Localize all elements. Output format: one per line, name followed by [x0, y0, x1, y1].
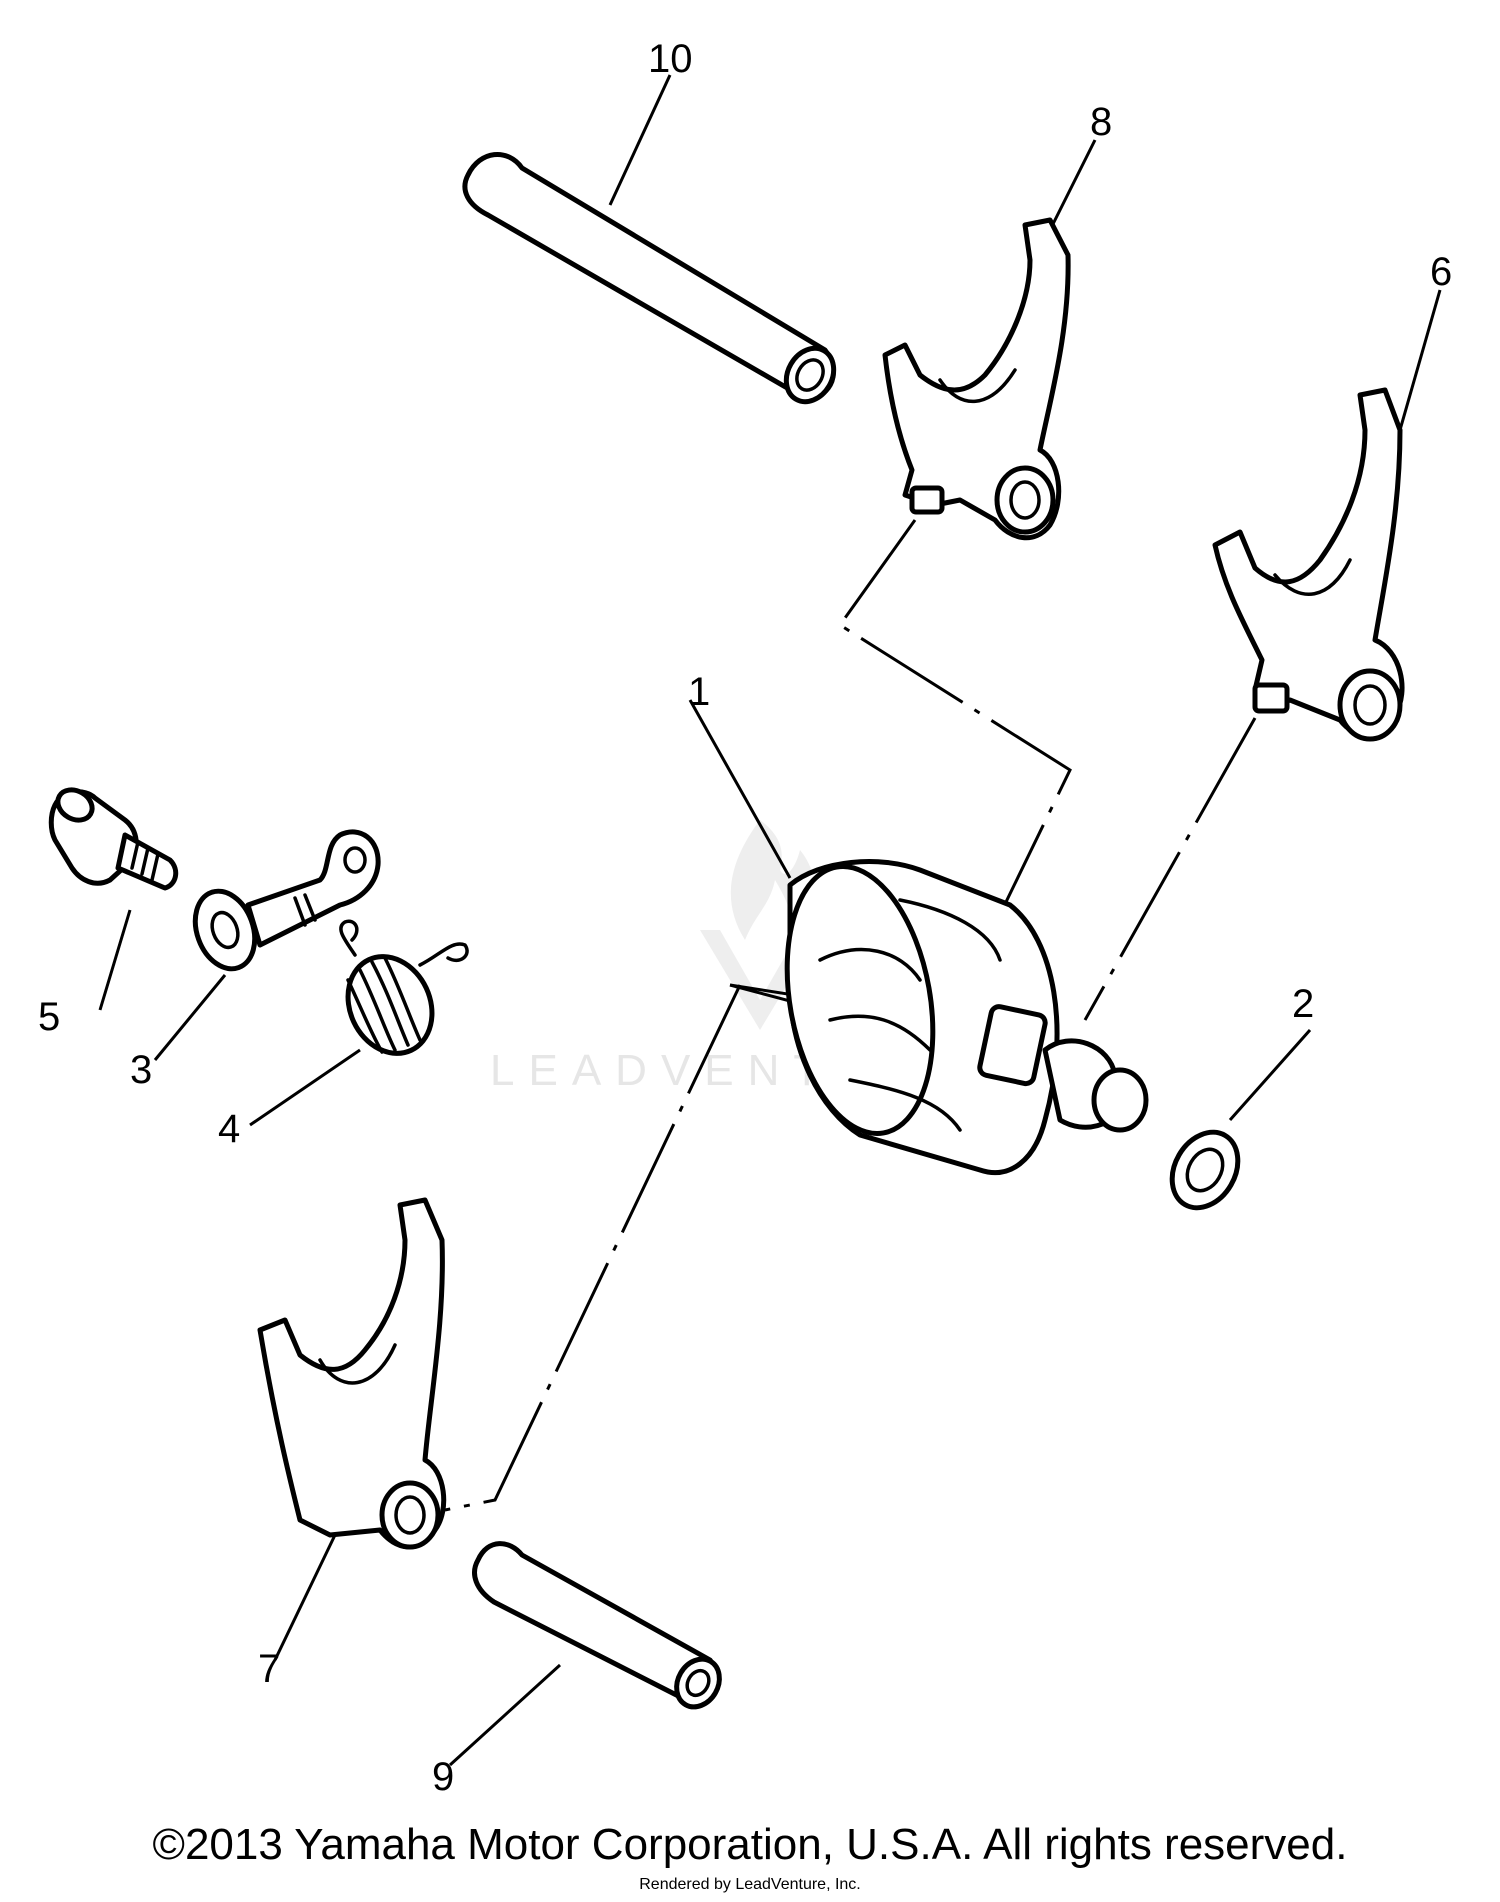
shift-fork-7	[257, 1197, 447, 1550]
callout-4: 4	[218, 1107, 240, 1151]
callout-2: 2	[1292, 982, 1314, 1026]
torsion-spring-4	[339, 919, 469, 1056]
callout-8: 8	[1090, 100, 1112, 144]
shift-fork-8	[882, 217, 1071, 541]
bolt-5	[48, 787, 179, 891]
callout-9: 9	[432, 1755, 454, 1799]
rendered-by-credit: Rendered by LeadVenture, Inc.	[639, 1876, 861, 1893]
leader-lines	[98, 74, 1442, 1767]
shift-drum-1	[784, 859, 1149, 1176]
stopper-lever-3	[192, 829, 381, 972]
copyright-notice: ©2013 Yamaha Motor Corporation, U.S.A. A…	[152, 1820, 1348, 1869]
callouts: 1 2 3 4 5 6 7 8 9 10	[38, 37, 1452, 1799]
callout-3: 3	[130, 1048, 152, 1092]
shift-fork-6	[1212, 387, 1405, 742]
callout-6: 6	[1430, 250, 1452, 294]
guide-bar-10	[462, 151, 837, 405]
callout-7: 7	[258, 1647, 280, 1691]
washer-2	[1169, 1129, 1241, 1211]
callout-1: 1	[688, 670, 710, 714]
callout-10: 10	[648, 37, 693, 81]
guide-bar-9	[472, 1541, 722, 1710]
callout-5: 5	[38, 995, 60, 1039]
